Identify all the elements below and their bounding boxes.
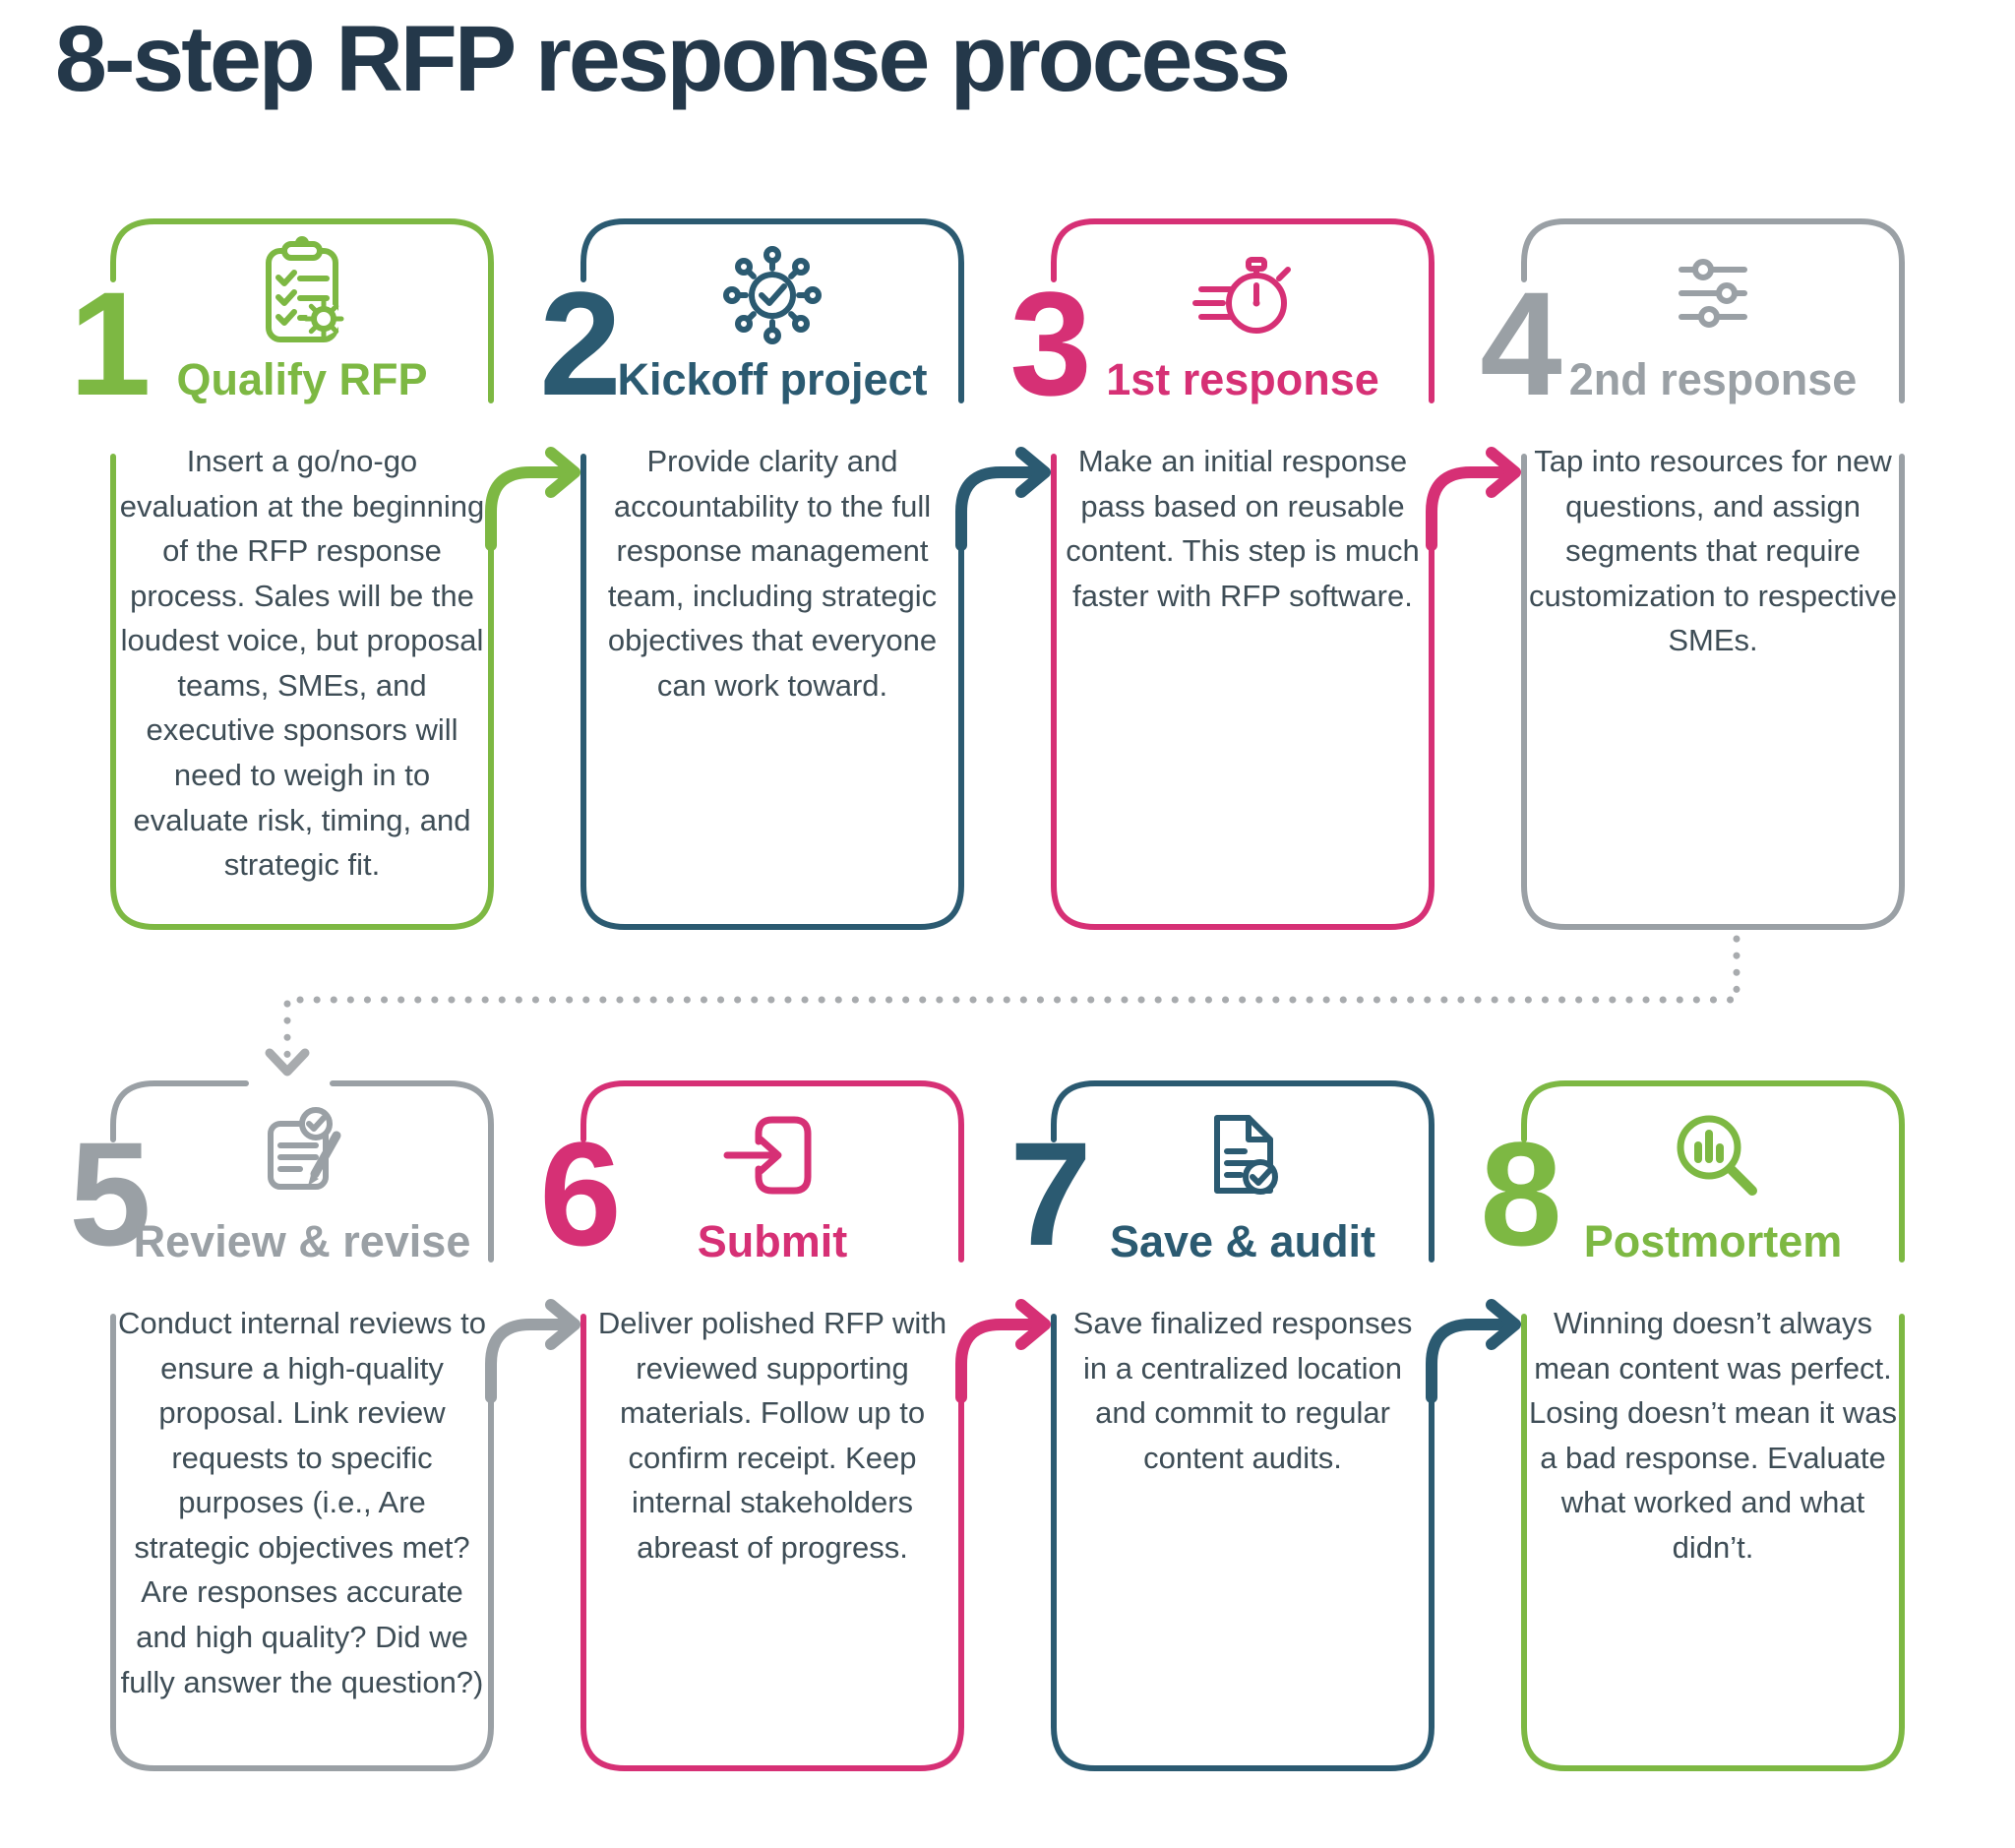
- arrow-line: [485, 1319, 577, 1403]
- arrow-line: [1426, 1319, 1517, 1403]
- clipboard-gear-icon: [243, 234, 361, 352]
- step-number: 7: [1009, 1111, 1092, 1276]
- page-title: 8-step RFP response process: [55, 7, 1291, 111]
- step-card-qualify-rfp: 1 Qualify RFP Insert a go/no-go ev: [69, 218, 580, 930]
- magnifier-chart-icon: [1654, 1096, 1772, 1214]
- step-number: 2: [539, 261, 622, 426]
- arrow-line: [1426, 466, 1517, 551]
- step-card-submit: 6 Submit Deliver polished RFP with revie…: [539, 1080, 1051, 1771]
- arrow-line: [485, 466, 577, 551]
- step-title: Postmortem: [1583, 1216, 1843, 1266]
- step-card-kickoff-project: 2 Kickoff project Provide clarity and ac…: [539, 218, 1051, 930]
- card-border: [1521, 1080, 1905, 1771]
- document-check-icon: [1184, 1096, 1302, 1214]
- step-description: Provide clarity and accountability to th…: [607, 444, 938, 703]
- network-check-icon: [713, 234, 831, 352]
- step-title: 1st response: [1106, 354, 1379, 404]
- arrow-line: [955, 1319, 1047, 1403]
- card-border: [1521, 218, 1905, 930]
- arrow-head-icon: [1015, 1299, 1051, 1350]
- step-description: Winning doesn’t always mean content was …: [1529, 1306, 1897, 1565]
- step-card-1st-response: 3 1st response Make an initial response …: [1009, 218, 1521, 930]
- sliders-icon: [1654, 234, 1772, 352]
- document-pencil-check-icon: [243, 1096, 361, 1214]
- step-description: Deliver polished RFP with reviewed suppo…: [597, 1306, 947, 1565]
- card-border: [1051, 218, 1521, 930]
- step-title: Qualify RFP: [176, 354, 428, 404]
- arrow-head-icon: [1486, 1299, 1521, 1350]
- arrow-line: [955, 466, 1047, 551]
- step-title: Review & revise: [133, 1216, 471, 1266]
- step-number: 1: [69, 261, 152, 426]
- card-border: [110, 218, 580, 930]
- step-number: 3: [1009, 261, 1092, 426]
- step-title: 2nd response: [1568, 354, 1858, 404]
- card-border: [580, 218, 1051, 930]
- arrow-head-icon: [1015, 447, 1051, 498]
- step-card-review-revise: 5 Review & revise Conduct internal revie…: [69, 1080, 580, 1771]
- card-border: [110, 1080, 580, 1771]
- arrow-head-icon: [545, 1299, 580, 1350]
- arrow-head-icon: [1486, 447, 1521, 498]
- step-description: Insert a go/no-go evaluation at the begi…: [119, 444, 485, 883]
- step-description: Tap into resources for new questions, an…: [1529, 444, 1897, 658]
- card-border: [580, 1080, 1051, 1771]
- step-title: Kickoff project: [617, 354, 928, 404]
- step-number: 6: [539, 1111, 622, 1276]
- step-description: Conduct internal reviews to ensure a hig…: [118, 1306, 486, 1699]
- step-number: 8: [1480, 1111, 1562, 1276]
- step-description: Make an initial response pass based on r…: [1066, 444, 1420, 613]
- stopwatch-icon: [1184, 234, 1302, 352]
- arrow-head-icon: [545, 447, 580, 498]
- card-border: [1051, 1080, 1521, 1771]
- submit-arrow-box-icon: [713, 1096, 831, 1214]
- down-chevron-icon: [265, 1048, 310, 1077]
- step-number: 4: [1480, 261, 1562, 426]
- step-title: Save & audit: [1109, 1216, 1376, 1266]
- step-card-postmortem: 8 Postmortem Winning doesn’t always mean…: [1480, 1080, 1905, 1771]
- step-number: 5: [69, 1111, 152, 1276]
- step-description: Save finalized responses in a centralize…: [1072, 1306, 1413, 1475]
- step-title: Submit: [697, 1216, 848, 1266]
- step-card-save-audit: 7 Save & audit Save finalized responses …: [1009, 1080, 1521, 1771]
- step-card-2nd-response: 4 2nd response Tap into resources for ne…: [1480, 218, 1905, 930]
